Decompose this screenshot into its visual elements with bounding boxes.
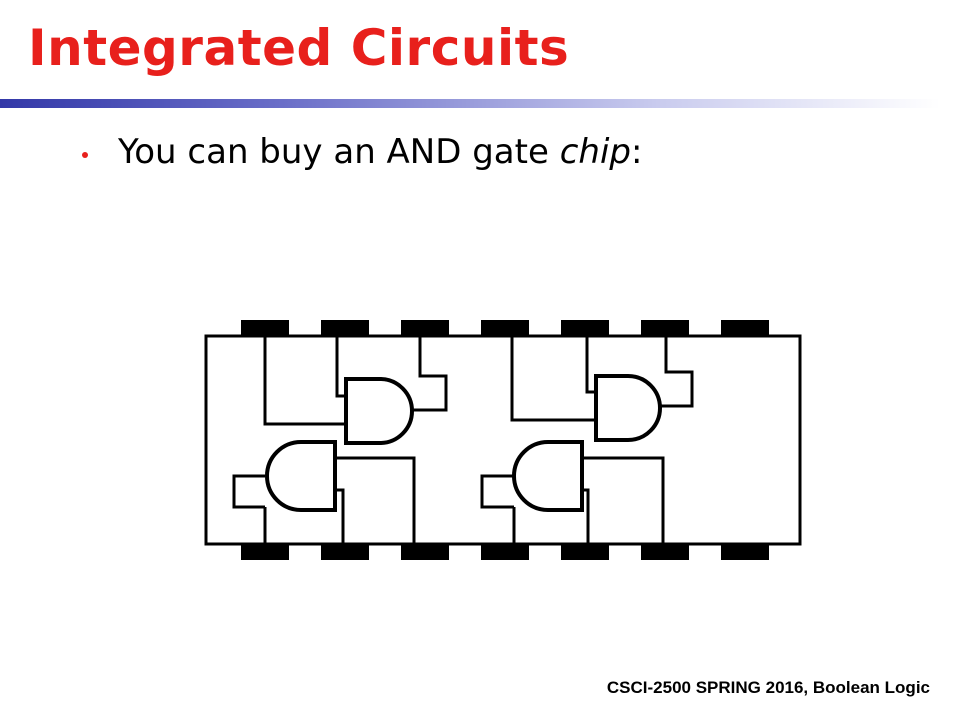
wire-ll-in-a <box>232 474 265 509</box>
top-pin-6 <box>641 320 689 336</box>
and-gate-icon <box>344 377 414 445</box>
wire-ur-in-a <box>510 336 596 422</box>
bullet-text: You can buy an AND gate chip: <box>118 130 642 174</box>
wire-ur-in-b <box>585 336 596 394</box>
bullet-text-before: You can buy an AND gate <box>118 132 560 172</box>
wire-lr-in-a <box>480 474 514 509</box>
bottom-pin-4 <box>481 544 529 560</box>
top-pin-5 <box>561 320 609 336</box>
and-gate-icon <box>594 374 662 442</box>
bottom-pins <box>241 544 769 560</box>
top-pin-2 <box>321 320 369 336</box>
slide-footer: CSCI-2500 SPRING 2016, Boolean Logic <box>606 678 930 697</box>
gates <box>265 374 662 512</box>
wire-ur-out <box>660 336 694 408</box>
bottom-pin-6 <box>641 544 689 560</box>
bullet-dot-icon <box>82 152 88 158</box>
bottom-pin-2 <box>321 544 369 560</box>
top-pin-1 <box>241 320 289 336</box>
chip-body <box>204 334 802 546</box>
wiring <box>232 336 694 544</box>
wire-lr-feed <box>582 456 665 544</box>
bottom-pin-3 <box>401 544 449 560</box>
top-pins <box>241 320 769 336</box>
wire-ll-feed <box>335 456 416 544</box>
and-gate-icon <box>512 440 584 512</box>
bullet-text-italic: chip <box>559 132 631 172</box>
title-underline <box>0 99 940 108</box>
wire-ll-out <box>335 488 345 544</box>
wire-ul-in-b <box>335 336 346 398</box>
and-gate-icon <box>265 440 337 512</box>
wire-ul-out <box>412 336 448 412</box>
bottom-pin-7 <box>721 544 769 560</box>
wire-ul-in-a <box>263 336 346 426</box>
slide-title: Integrated Circuits <box>28 19 570 77</box>
top-pin-7 <box>721 320 769 336</box>
bottom-pin-1 <box>241 544 289 560</box>
bullet-text-after: : <box>630 132 643 172</box>
top-pin-4 <box>481 320 529 336</box>
bottom-pin-5 <box>561 544 609 560</box>
top-pin-3 <box>401 320 449 336</box>
